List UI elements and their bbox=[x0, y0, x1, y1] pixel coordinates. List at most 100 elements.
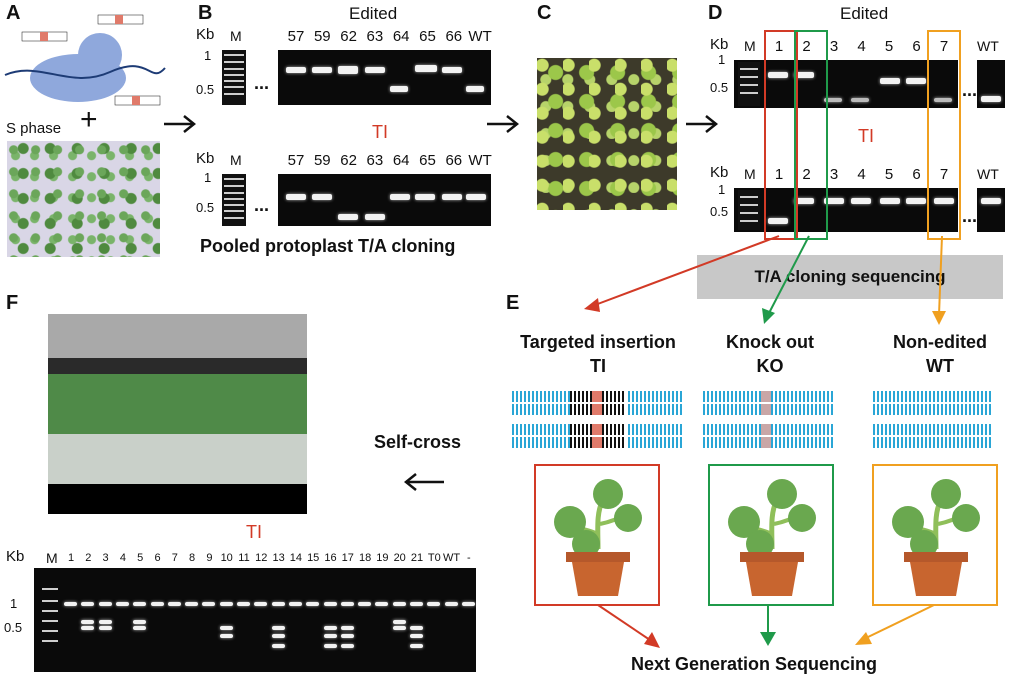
gel-band bbox=[133, 620, 147, 624]
wt-label-d: WT bbox=[977, 38, 999, 54]
gel-band bbox=[98, 626, 112, 630]
gel-band bbox=[271, 602, 285, 606]
lane-label: 8 bbox=[189, 552, 196, 564]
wt-lane-highlight bbox=[927, 30, 961, 240]
gel-band bbox=[167, 602, 181, 606]
lane-label: 6 bbox=[912, 166, 921, 183]
lane-label: 12 bbox=[255, 552, 268, 564]
gel-band bbox=[392, 602, 406, 606]
lane-label: 3 bbox=[829, 38, 839, 55]
lane-label: 15 bbox=[307, 552, 320, 564]
s-phase-label: S phase bbox=[6, 120, 62, 137]
panel-e-label: E bbox=[506, 292, 520, 314]
lane-label: 62 bbox=[340, 152, 357, 169]
lane-label: 66 bbox=[445, 28, 463, 45]
lane-label: 9 bbox=[206, 552, 213, 564]
test-tube-rack-photo bbox=[48, 314, 307, 514]
sequencing-banner: T/A cloning sequencing bbox=[697, 255, 1003, 299]
protoplast-diagram bbox=[4, 14, 166, 106]
ko-allele-diagram bbox=[703, 391, 833, 451]
lane-label: 14 bbox=[289, 552, 303, 564]
lane-label: 5 bbox=[884, 38, 894, 55]
arrow-right-icon bbox=[487, 115, 520, 133]
plant-icon bbox=[892, 479, 980, 596]
lane-label: 13 bbox=[272, 552, 285, 564]
gel-band bbox=[323, 626, 337, 630]
tick-1: 1 bbox=[204, 48, 212, 63]
ngs-label: Next Generation Sequencing bbox=[630, 654, 878, 674]
lane-label: 4 bbox=[857, 166, 866, 183]
gel-band bbox=[271, 634, 285, 638]
sequencing-text: T/A cloning sequencing bbox=[754, 267, 946, 286]
lane-label: 62 bbox=[340, 28, 357, 45]
plant-icon bbox=[728, 479, 816, 596]
lane-label: 59 bbox=[313, 28, 331, 45]
gel-band bbox=[237, 602, 250, 606]
marker-label-d-bottom: M bbox=[744, 166, 756, 182]
ti-lane-highlight bbox=[764, 30, 798, 240]
lane-label: 2 bbox=[802, 166, 811, 183]
gel-band bbox=[133, 602, 147, 606]
panel-f-label: F bbox=[6, 292, 19, 314]
ellipsis-bottom: ... bbox=[254, 195, 270, 215]
gel-d-wt-top bbox=[977, 60, 1005, 108]
lane-label: 1 bbox=[774, 166, 784, 183]
ti-label-d: TI bbox=[858, 126, 874, 146]
gel-band bbox=[150, 602, 164, 606]
ko-subtitle: KO bbox=[756, 356, 784, 376]
gel-band bbox=[133, 626, 147, 630]
gel-band bbox=[271, 626, 285, 630]
lane-label: 7 bbox=[171, 552, 178, 564]
tick-1-d-bottom: 1 bbox=[718, 182, 726, 197]
gel-band bbox=[392, 620, 406, 624]
panel-b-label: B bbox=[198, 2, 213, 24]
gel-band bbox=[340, 644, 354, 648]
gel-band bbox=[219, 602, 233, 606]
self-cross-label: Self-cross bbox=[374, 432, 462, 452]
lane-label: 17 bbox=[341, 552, 354, 564]
gel-band bbox=[461, 602, 475, 606]
lane-label: 6 bbox=[912, 38, 921, 55]
gel-band bbox=[306, 602, 320, 606]
gel-band bbox=[219, 634, 233, 638]
lane-label: 18 bbox=[358, 552, 372, 564]
lane-label: 5 bbox=[884, 166, 894, 183]
ti-label-f: TI bbox=[246, 522, 262, 542]
ti-plant-box bbox=[534, 464, 660, 606]
gel-band bbox=[323, 644, 337, 648]
marker-label-d: M bbox=[744, 38, 756, 54]
wt-allele-diagram bbox=[873, 391, 993, 451]
gel-band bbox=[444, 602, 458, 606]
lane-label: 2 bbox=[802, 38, 811, 55]
kb-label-d-bottom: Kb bbox=[710, 164, 729, 181]
tick-0-5-d: 0.5 bbox=[710, 80, 729, 95]
plus-sign: + bbox=[80, 103, 98, 136]
marker-label: M bbox=[230, 28, 242, 44]
gel-band bbox=[288, 602, 302, 606]
marker-label-f: M bbox=[46, 550, 58, 566]
gel-f bbox=[34, 568, 476, 672]
arrow-left-icon bbox=[403, 473, 444, 491]
lane-label: 10 bbox=[220, 552, 233, 564]
edited-label: Edited bbox=[349, 4, 398, 23]
gel-d-wt-bottom bbox=[977, 188, 1005, 232]
kb-label-bottom: Kb bbox=[196, 150, 215, 167]
tick-0-5-bottom: 0.5 bbox=[196, 200, 215, 215]
gel-band bbox=[81, 602, 95, 606]
kb-label-d: Kb bbox=[710, 36, 729, 53]
regenerated-plantlets-photo bbox=[537, 58, 677, 210]
lane-label: 20 bbox=[393, 552, 406, 564]
gel-band bbox=[358, 602, 372, 606]
arrow-right-icon bbox=[164, 115, 197, 133]
ti-allele-diagram bbox=[512, 391, 684, 451]
gel-band bbox=[323, 602, 337, 606]
lane-label: 7 bbox=[939, 166, 949, 183]
protoplast-micrograph bbox=[7, 141, 160, 257]
tick-1-f: 1 bbox=[10, 596, 18, 611]
tick-1-bottom: 1 bbox=[204, 170, 212, 185]
gel-band bbox=[410, 644, 423, 648]
gel-band bbox=[340, 634, 354, 638]
tick-1-d: 1 bbox=[718, 52, 726, 67]
kb-label-f: Kb bbox=[6, 548, 25, 565]
